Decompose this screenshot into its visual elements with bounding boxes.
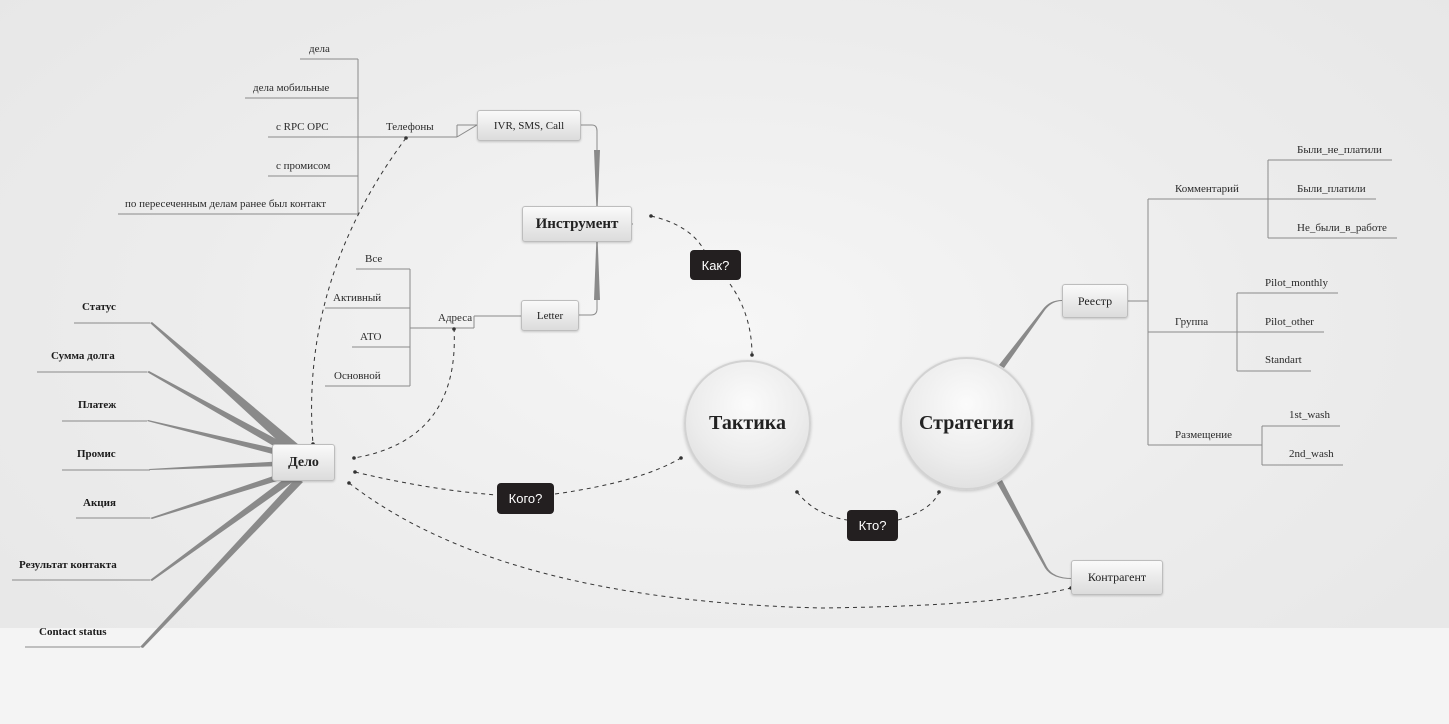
address-item: АТО	[360, 331, 382, 343]
instrument-node[interactable]: Инструмент	[522, 206, 632, 242]
case-attribute: Contact status	[39, 626, 107, 638]
case-attribute: Акция	[83, 497, 116, 509]
group-item: Pilot_other	[1265, 316, 1314, 328]
comment-item: Были_не_платили	[1297, 144, 1382, 156]
how-tag[interactable]: Как?	[690, 250, 741, 280]
phone-item: с RPC OPC	[276, 121, 329, 133]
addresses-label: Адреса	[438, 312, 472, 324]
address-item: Основной	[334, 370, 381, 382]
relation-lines	[311, 137, 1072, 609]
placement-item: 2nd_wash	[1289, 448, 1334, 460]
comment-label: Комментарий	[1175, 183, 1239, 195]
ivr-sms-call-node[interactable]: IVR, SMS, Call	[477, 110, 581, 141]
placement-label: Размещение	[1175, 429, 1232, 441]
comment-item: Были_платили	[1297, 183, 1366, 195]
whom-tag[interactable]: Кого?	[497, 483, 554, 514]
strategy-branches	[997, 300, 1072, 579]
who-tag[interactable]: Кто?	[847, 510, 898, 541]
phone-item: дела	[309, 43, 330, 55]
placement-item: 1st_wash	[1289, 409, 1330, 421]
case-attribute: Результат контакта	[19, 559, 117, 571]
case-attribute: Промис	[77, 448, 116, 460]
case-node[interactable]: Дело	[272, 444, 335, 481]
tactic-node[interactable]: Тактика	[684, 360, 811, 487]
case-attribute: Статус	[82, 301, 116, 313]
case-attribute: Платеж	[78, 399, 116, 411]
phone-item: по пересеченным делам ранее был контакт	[125, 198, 326, 210]
case-attribute: Сумма долга	[51, 350, 115, 362]
group-item: Standart	[1265, 354, 1302, 366]
comment-item: Не_были_в_работе	[1297, 222, 1387, 234]
registry-node[interactable]: Реестр	[1062, 284, 1128, 318]
address-item: Активный	[333, 292, 381, 304]
phones-tree	[118, 58, 478, 215]
case-underlines	[12, 322, 150, 648]
bottom-strip	[0, 628, 1449, 724]
letter-node[interactable]: Letter	[521, 300, 579, 331]
phone-item: дела мобильные	[253, 82, 329, 94]
registry-tree	[1128, 159, 1397, 466]
case-branches	[140, 322, 303, 648]
phone-item: с промисом	[276, 160, 330, 172]
counterparty-node[interactable]: Контрагент	[1071, 560, 1163, 595]
addresses-tree	[325, 268, 521, 387]
group-label: Группа	[1175, 316, 1208, 328]
strategy-node[interactable]: Стратегия	[900, 357, 1033, 490]
address-item: Все	[365, 253, 382, 265]
phones-label: Телефоны	[386, 121, 434, 133]
group-item: Pilot_monthly	[1265, 277, 1328, 289]
